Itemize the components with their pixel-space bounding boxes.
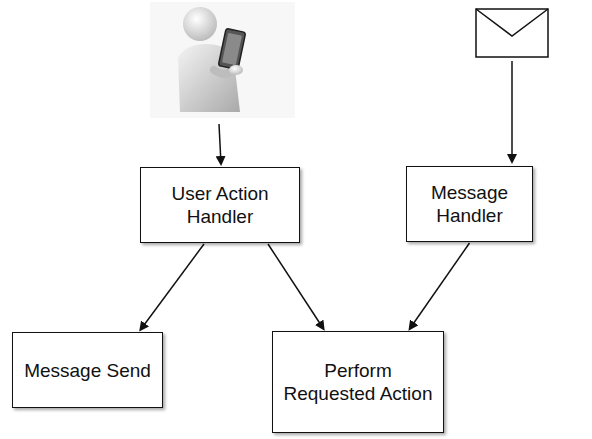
envelope-icon <box>476 9 548 57</box>
person-figure <box>178 7 246 112</box>
input-arrow <box>219 124 221 164</box>
flow-arrow <box>268 244 324 329</box>
process-box: Message Handler <box>406 166 533 242</box>
box-label: User Action Handler <box>149 182 291 228</box>
box-label: Message Send <box>24 359 151 382</box>
flow-arrow <box>410 243 470 329</box>
box-label: Message Handler <box>415 181 524 227</box>
input-arrow <box>511 61 513 162</box>
picture-ground <box>150 2 295 118</box>
flow-arrow <box>140 244 204 330</box>
box-label: Perform Requested Action <box>281 359 435 405</box>
process-box: Perform Requested Action <box>272 331 444 433</box>
process-box: User Action Handler <box>140 167 300 243</box>
process-box: Message Send <box>12 332 163 408</box>
